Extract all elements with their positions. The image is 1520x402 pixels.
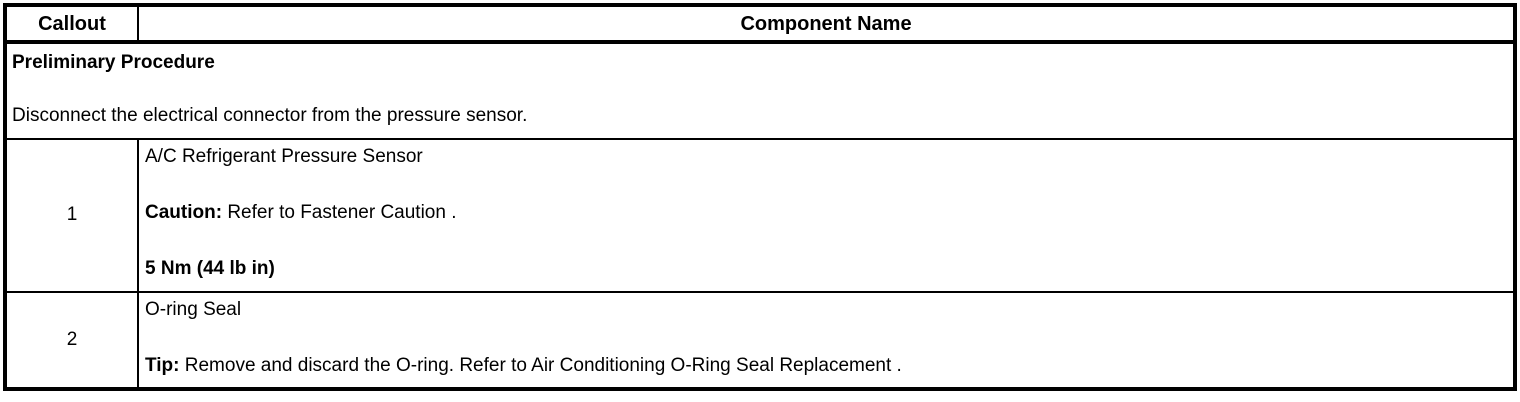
- preliminary-procedure-row: Preliminary Procedure Disconnect the ele…: [5, 42, 1515, 140]
- component-name: O-ring Seal: [145, 299, 242, 320]
- table-header-row: Callout Component Name: [5, 5, 1515, 44]
- preliminary-procedure-title: Preliminary Procedure: [12, 52, 215, 73]
- tip-label: Tip:: [145, 354, 180, 376]
- component-cell: A/C Refrigerant Pressure Sensor Caution:…: [138, 139, 1515, 293]
- component-tip-note: Tip: Remove and discard the O-ring. Refe…: [145, 355, 1505, 378]
- torque-spec: 5 Nm (44 lb in): [145, 257, 275, 279]
- component-callout-table: Callout Component Name Preliminary Proce…: [3, 3, 1517, 391]
- preliminary-procedure-text: Disconnect the electrical connector from…: [12, 104, 528, 126]
- caution-label: Caution:: [145, 201, 223, 223]
- tip-text: Remove and discard the O-ring. Refer to …: [179, 354, 902, 376]
- callout-number: 2: [5, 292, 139, 389]
- component-cell: O-ring Seal Tip: Remove and discard the …: [138, 292, 1515, 389]
- component-name-column-header: Component Name: [138, 5, 1515, 44]
- component-name: A/C Refrigerant Pressure Sensor: [145, 146, 423, 167]
- table-row: 2 O-ring Seal Tip: Remove and discard th…: [5, 292, 1515, 389]
- component-caution-note: Caution: Refer to Fastener Caution .: [145, 202, 1505, 225]
- table-row: 1 A/C Refrigerant Pressure Sensor Cautio…: [5, 139, 1515, 293]
- callout-column-header: Callout: [5, 5, 139, 44]
- caution-text: Refer to Fastener Caution .: [222, 201, 457, 223]
- preliminary-procedure-cell: Preliminary Procedure Disconnect the ele…: [5, 42, 1515, 140]
- callout-number: 1: [5, 139, 139, 293]
